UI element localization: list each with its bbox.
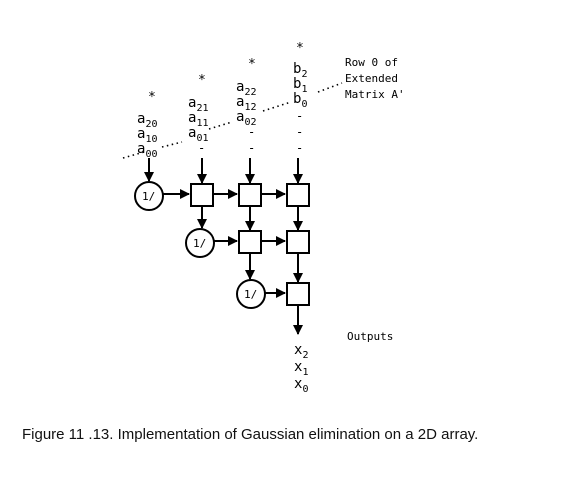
column-0-inputs: * a20 a10 a00 [137, 90, 157, 160]
column-3-star: * [296, 41, 304, 56]
output-entry-2: x0 [294, 376, 308, 395]
column-3-dash-2: - [296, 125, 303, 139]
column-1-inputs: * a21 a11 a01 - [188, 73, 208, 155]
column-1-entry-0: a21 [188, 95, 208, 114]
output-entry-0: x2 [294, 342, 308, 361]
column-2-entry-2: a02 [236, 109, 256, 128]
processing-cell-r1-c3 [286, 230, 310, 254]
column-2-entry-0: a22 [236, 79, 256, 98]
outputs-label: Outputs [347, 330, 393, 343]
column-3-dash-3: - [296, 141, 303, 155]
reciprocal-label-row-0: 1/ [142, 190, 155, 203]
reciprocal-cell-row-1 [185, 228, 215, 258]
row-0-note: Row 0 of Extended Matrix A' [345, 56, 405, 101]
reciprocal-cell-row-0 [134, 181, 164, 211]
column-0-entry-1: a10 [137, 126, 157, 145]
column-3-entry-2: b0 [293, 91, 307, 110]
row-0-note-line-3: Matrix A' [345, 88, 405, 101]
column-0-entry-0: a20 [137, 111, 157, 130]
column-3-inputs: * b2 b1 b0 - - - [293, 41, 307, 155]
figure-caption: Figure 11 .13. Implementation of Gaussia… [22, 426, 479, 443]
column-3-entry-1: b1 [293, 76, 307, 95]
column-0-star: * [148, 90, 156, 105]
processing-cell-r2-c3 [286, 282, 310, 306]
column-2-inputs: * a22 a12 a02 - - [236, 57, 256, 155]
column-2-dash-2: - [248, 141, 255, 155]
row-0-wavefront-line [122, 82, 343, 159]
row-0-note-line-2: Extended [345, 72, 398, 85]
reciprocal-label-row-1: 1/ [193, 237, 206, 250]
column-2-star: * [248, 57, 256, 72]
column-1-star: * [198, 73, 206, 88]
column-2-entry-1: a12 [236, 94, 256, 113]
row-0-note-line-1: Row 0 of [345, 56, 398, 69]
column-1-entry-2: a01 [188, 125, 208, 144]
column-0-entry-2: a00 [137, 141, 157, 160]
output-entry-1: x1 [294, 359, 308, 378]
processing-cell-r1-c2 [238, 230, 262, 254]
column-1-entry-1: a11 [188, 110, 208, 129]
column-2-dash-1: - [248, 125, 255, 139]
column-3-entry-0: b2 [293, 61, 307, 80]
processing-cell-r0-c3 [286, 183, 310, 207]
processing-cell-r0-c2 [238, 183, 262, 207]
reciprocal-label-row-2: 1/ [244, 288, 257, 301]
processing-cell-r0-c1 [190, 183, 214, 207]
column-3-dash-1: - [296, 109, 303, 123]
column-1-dash: - [198, 141, 205, 155]
